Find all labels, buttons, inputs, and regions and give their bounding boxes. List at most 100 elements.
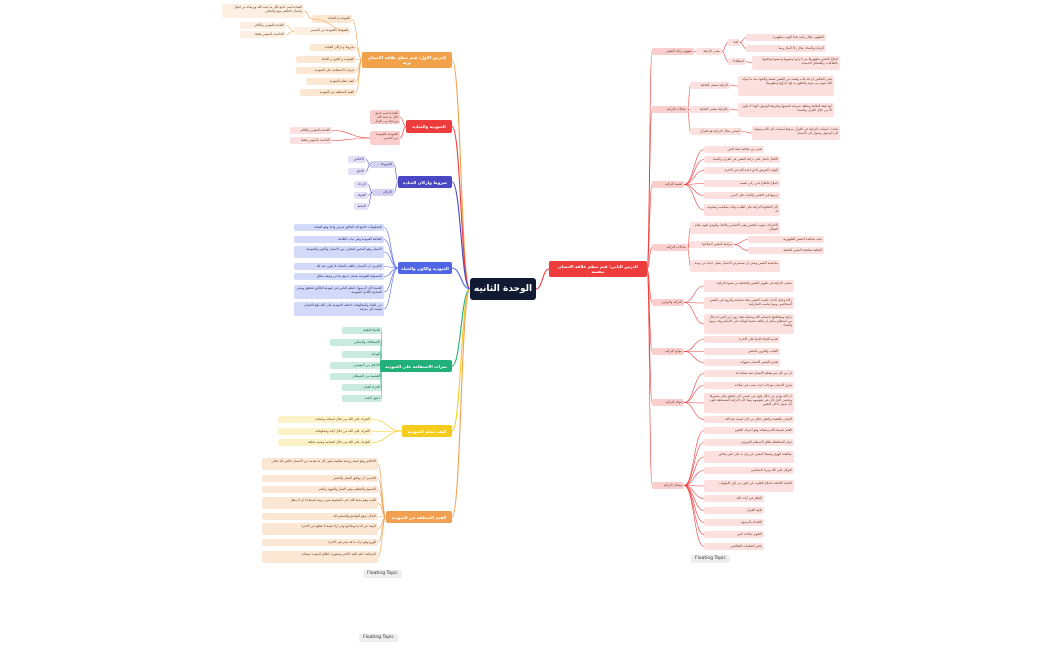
subtopic[interactable]: وسائل التزكيه [652, 482, 684, 489]
subtopic[interactable]: العامة:بالمؤمن والكافر [240, 22, 286, 29]
subtopic[interactable]: العبوديه و الكون و الحياه [296, 56, 356, 63]
subtopic[interactable]: القدوة:كان الرسول اعظم الناس في عبودية ا… [294, 285, 384, 299]
main-topic[interactable]: العبوديه والعباده [406, 120, 452, 133]
subtopic[interactable]: الرجاء [354, 181, 368, 188]
subtopic[interactable]: التعرف على الله من خلال اياته ومخلوقاته [278, 428, 372, 435]
subtopic[interactable]: الحسن: ان يوافق العمل والنفس [262, 475, 378, 482]
subtopic[interactable]: التعرف على الله من خلال اسمائه وصفاته [278, 416, 372, 423]
subtopic[interactable]: تلاوة القرآن [704, 507, 764, 514]
subtopic[interactable]: الايمان بالعقيدة والتقي حكل من كان اسمه … [704, 416, 794, 423]
subtopic[interactable]: العبودية بالعبودية من الضمير [370, 131, 400, 145]
subtopic[interactable]: الخاصه: بالمؤمن فقط [240, 31, 286, 38]
subtopic[interactable]: نحيه مجاهدة النفس للطهورية [748, 236, 824, 243]
main-topic[interactable]: ثمرات الاستقامه على العبوديه [380, 360, 452, 372]
subtopic[interactable]: ثمرات الاستقامه على العبوديه [296, 67, 356, 74]
subtopic[interactable]: الزهد عن الدنيا وملذاتها وان اراد قيمة ل… [262, 523, 378, 535]
subtopic[interactable]: التعرف على الله من خلال اهتمامه وعنيته ب… [278, 439, 372, 446]
subtopic[interactable]: محاسبة النفس ويعني ان يستعرض الانسان بعم… [690, 260, 780, 272]
subtopic[interactable]: اصلاح بالفلاح لمن زكى نفسه [704, 180, 780, 187]
subtopic[interactable]: تعني التخلص ان قد عاب وفسد من النفس نفسه… [738, 76, 834, 96]
subtopic[interactable]: الشمولية:العبودية تشمل جميع مناحي وسعه ن… [294, 273, 384, 280]
subtopic[interactable]: مراقبة النفس لاصلاحها [690, 241, 734, 248]
subtopic[interactable]: الاركان [372, 189, 394, 196]
subtopic[interactable]: الطاعة العبودية وهي ثبات الطاعة [294, 236, 384, 243]
subtopic[interactable]: فوائد التزكيه [652, 399, 684, 406]
subtopic[interactable]: العامة:بالمؤمن والكافر [290, 127, 332, 134]
subtopic[interactable]: دخول الجنة [342, 395, 382, 402]
subtopic[interactable]: مفهوم تزكيه النفس [652, 48, 694, 55]
subtopic[interactable]: ان الله يهدي من خلال هوى من تحسن الى تحق… [704, 393, 794, 413]
subtopic[interactable]: المحبة [354, 203, 368, 210]
subtopic[interactable]: الهداية [342, 351, 382, 358]
subtopic[interactable]: اساس مجال التزكية هو القرآن [690, 128, 742, 135]
subtopic[interactable]: تزكية ومقاطعها باحسان الله وصفاته فقد رو… [704, 314, 794, 334]
subtopic[interactable]: التسبيح والتعظيم وهي العمل والعهود والنع… [262, 486, 378, 493]
subtopic[interactable]: ان من كل نمو يعطيه الانسان فيه سعادة له [704, 370, 794, 377]
subtopic[interactable]: العباده:اسم جامع لكل ما يحبه الله ويرضاه… [222, 4, 304, 18]
subtopic[interactable]: العبوديه و العباده [312, 15, 352, 23]
subtopic[interactable]: مجاهدة الهوى وضبط النفس عن وان تد يكن ان… [704, 451, 794, 463]
subtopic[interactable]: دوام المحافظة نطاق الاستقام الفروض [704, 439, 794, 446]
subtopic[interactable]: الاتباع [348, 168, 366, 175]
central-topic[interactable]: الوحدة الثانيه [470, 278, 536, 300]
subtopic[interactable]: كيف تتعلم العبوديه [306, 78, 356, 85]
subtopic[interactable]: التزكية بمعنى التخلية [690, 82, 730, 89]
subtopic[interactable]: شروط و اركان العباده [310, 44, 356, 51]
subtopic[interactable]: الاعتراف بعيوب النفس وهي الاساس والاتحاد… [690, 222, 780, 234]
subtopic[interactable]: معنى التزكية [696, 48, 722, 55]
subtopic[interactable]: العبودية بالعبودية من الضمير [294, 27, 350, 35]
subtopic[interactable]: المخلوقات خاضع لله الخالق تعرض واحد وهو … [294, 224, 384, 231]
subtopic[interactable]: مجالات التزكيه [652, 106, 688, 113]
main-topic[interactable]: الدرس الاول: قيم تنظم علاقه الانسان بربه [362, 52, 452, 68]
subtopic[interactable]: التوكل على الله وترك المعاصي [704, 467, 794, 474]
main-topic[interactable]: العبودية والكون والحياه [398, 262, 452, 274]
subtopic[interactable]: ترتيبها في النفس والثبات على الدين [704, 192, 780, 199]
subtopic[interactable]: الورع وهو ترك ما قد يضر في الاخرة [262, 539, 378, 546]
main-topic[interactable]: كيف تتعلم العبودية [402, 425, 452, 437]
subtopic[interactable]: الاخلاص [348, 156, 366, 163]
subtopic[interactable]: العصمة من الشيطان [330, 373, 382, 380]
subtopic[interactable]: اصطلاحا [728, 58, 746, 65]
subtopic[interactable]: لغة [728, 39, 740, 46]
subtopic[interactable]: الاقبال المثل على تزكية النفس في القران … [704, 156, 780, 163]
subtopic[interactable]: انها هيئة الطاعة ونطقه صريحه لحسنها وطري… [738, 103, 834, 117]
floating-topic[interactable]: Floating Topic [691, 555, 730, 563]
subtopic[interactable]: دين العباد والمخلوقات اختلف العبودية على… [294, 302, 384, 316]
subtopic[interactable]: تقديم الحياة الدنيا على الاخرة [704, 336, 780, 343]
subtopic[interactable]: الاستخلاف والتمكين [330, 339, 382, 346]
subtopic[interactable]: تعددت لمسات التزكية في القرآن مرفية لمسا… [752, 126, 840, 140]
subtopic[interactable]: العجب والغرور بالنفس [704, 348, 780, 355]
subtopic[interactable]: تقديم النفس الانسان شهواته [704, 359, 780, 366]
subtopic[interactable]: الاقتداء بالرسول [704, 519, 764, 526]
floating-topic[interactable]: Floating Topic [363, 570, 402, 578]
subtopic[interactable]: الاخلاص وهو قيمة روحية عظيمة يكون كل ما … [262, 458, 378, 470]
subtopic[interactable]: الحب وهو محبة الله حتى المحبوبة متين ترب… [262, 497, 378, 509]
subtopic[interactable]: تعتبر من مقاصد بعثة النبي [704, 146, 764, 153]
main-topic[interactable]: القيم المتعلقه من العبوديه [386, 511, 452, 523]
subtopic[interactable]: القيم المتعلقه من العبوديه [300, 89, 356, 96]
subtopic[interactable]: الاخلاق من المؤمنين [330, 362, 382, 369]
subtopic[interactable]: العناية الكاملة باصلاح القلوب لن تكون من… [704, 480, 794, 492]
subtopic[interactable]: المراقبة: علم العبد الدائم وشعوره باطلاع… [262, 551, 378, 563]
subtopic[interactable]: بالتزكية بمعنى التحلية [690, 106, 730, 113]
floating-topic[interactable]: Floating Topic [359, 634, 398, 642]
subtopic[interactable]: العباده:اسم جامع لكل ما يحبه الله ويرضاه… [370, 110, 400, 124]
subtopic[interactable]: الثواب العريض الذي اعده الله في الاخرة [704, 167, 780, 174]
subtopic[interactable]: التكريم: ان الانسان مكلف بالعباده لا يكو… [294, 263, 384, 270]
subtopic[interactable]: التطهير: يقال زكيت هذا الثوب بتطهيره [746, 34, 826, 41]
main-topic[interactable]: شروط واركان العباده [398, 176, 452, 188]
subtopic[interactable]: اصلاح النفس بتطهيرها من ادرانها وعيوبها … [752, 56, 840, 70]
subtopic[interactable]: التحلية مجاهدة النفس للتحلية [748, 247, 824, 254]
main-topic[interactable]: الدرس الثاني: قيم تنظم علاقه الانسان بنف… [549, 261, 647, 277]
subtopic[interactable]: الخوف [354, 192, 368, 199]
subtopic[interactable]: زكاة وجعل الذات اغنيت النفس مكة صحيحه وا… [704, 297, 794, 309]
subtopic[interactable]: التقوى صلاحه اخير [704, 531, 764, 538]
subtopic[interactable]: التزكيه والتوازن [652, 299, 684, 306]
subtopic[interactable]: اهمية التزكيه [652, 181, 684, 188]
subtopic[interactable]: العلم باسماء الله وصفاته وهو اشرف العلوم [704, 427, 794, 434]
subtopic[interactable]: الجزاء العدل [342, 384, 382, 391]
subtopic[interactable]: التفكر في ايات الله [704, 495, 764, 502]
subtopic[interactable]: الانسان وهو المحور المقارن بين الانسان و… [294, 246, 384, 258]
subtopic[interactable]: تسعى التزكية في تطهير النفس والتحلية من … [704, 280, 794, 292]
subtopic[interactable]: الشروط [370, 161, 394, 168]
